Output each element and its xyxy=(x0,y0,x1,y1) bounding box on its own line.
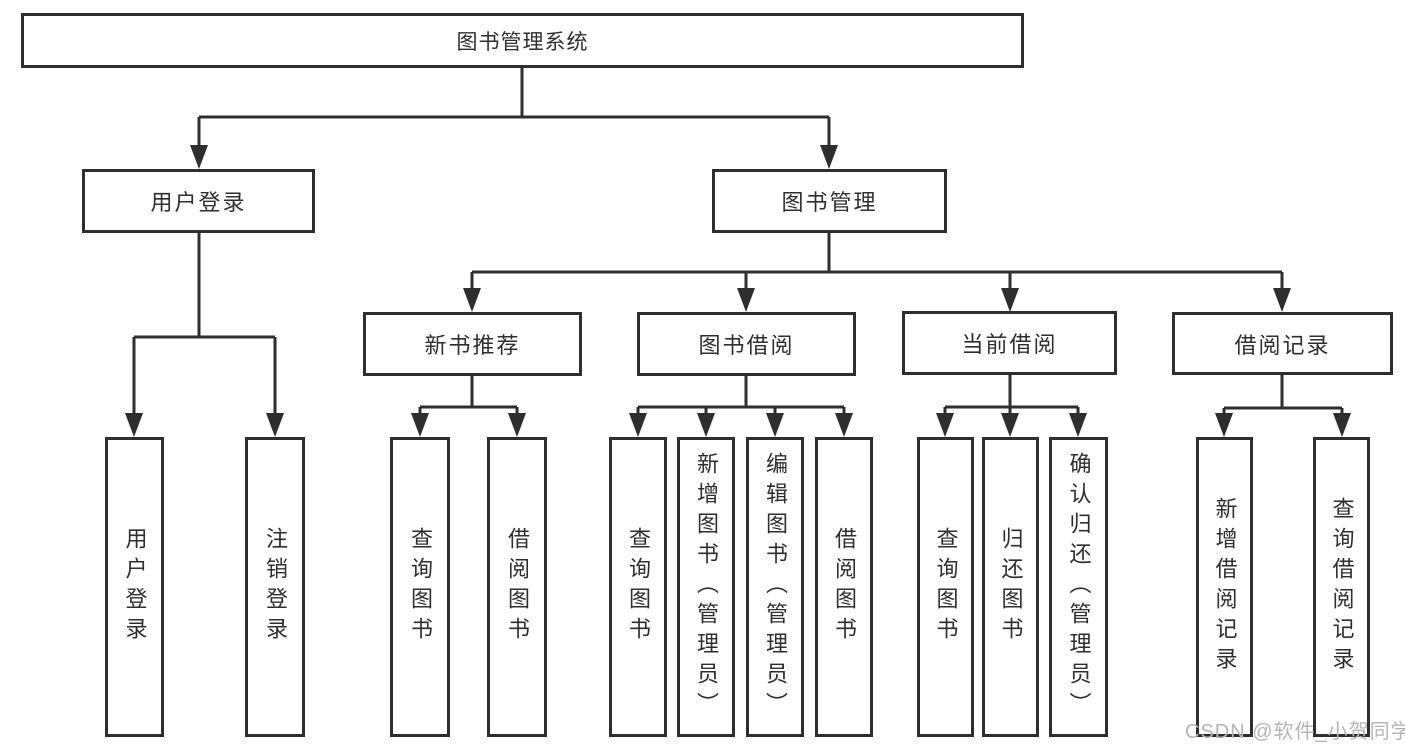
leaf-recommend-borrow-books-label: 借阅图书 xyxy=(505,527,530,647)
leaf-recommend-query-books: 查询图书 xyxy=(390,437,450,737)
leaf-current-query-books: 查询图书 xyxy=(917,437,974,737)
leaf-return-books: 归还图书 xyxy=(982,437,1039,737)
leaf-borrowing-query-books-label: 查询图书 xyxy=(626,527,651,647)
watermark: CSDN @软件_小贺同学 xyxy=(1185,721,1405,743)
node-current-borrowing: 当前借阅 xyxy=(902,311,1117,375)
node-borrow-records: 借阅记录 xyxy=(1172,312,1393,375)
node-library-system: 图书管理系统 xyxy=(21,13,1024,68)
leaf-query-borrow-record: 查询借阅记录 xyxy=(1313,437,1370,737)
leaf-recommend-borrow-books: 借阅图书 xyxy=(487,437,547,737)
leaf-add-books-admin: 新增图书（管理员） xyxy=(677,437,735,737)
node-book-management-label: 图书管理 xyxy=(781,190,878,215)
node-library-system-label: 图书管理系统 xyxy=(456,30,589,54)
leaf-borrowing-borrow-books-label: 借阅图书 xyxy=(832,527,857,647)
leaf-logout: 注销登录 xyxy=(245,437,305,737)
leaf-borrowing-query-books: 查询图书 xyxy=(609,437,667,737)
leaf-query-borrow-record-label: 查询借阅记录 xyxy=(1329,497,1355,677)
node-current-borrowing-label: 当前借阅 xyxy=(961,332,1058,357)
node-new-book-recommend: 新书推荐 xyxy=(363,312,582,376)
leaf-borrowing-borrow-books: 借阅图书 xyxy=(815,437,873,737)
node-user-login-label: 用户登录 xyxy=(150,190,247,215)
leaf-user-login: 用户登录 xyxy=(105,437,164,737)
leaf-logout-label: 注销登录 xyxy=(263,527,288,647)
leaf-recommend-query-books-label: 查询图书 xyxy=(408,527,433,647)
leaf-add-borrow-record: 新增借阅记录 xyxy=(1196,437,1253,737)
leaf-add-books-admin-label: 新增图书（管理员） xyxy=(694,452,719,722)
node-book-borrowing-label: 图书借阅 xyxy=(698,333,795,358)
leaf-confirm-return-admin-label: 确认归还（管理员） xyxy=(1066,452,1092,722)
connector-lines xyxy=(132,68,1344,417)
leaf-edit-books-admin-label: 编辑图书（管理员） xyxy=(763,452,788,722)
node-user-login: 用户登录 xyxy=(82,169,315,233)
leaf-current-query-books-label: 查询图书 xyxy=(933,527,959,647)
node-book-management: 图书管理 xyxy=(712,169,947,233)
node-book-borrowing: 图书借阅 xyxy=(637,312,856,376)
leaf-add-borrow-record-label: 新增借阅记录 xyxy=(1212,497,1238,677)
node-new-book-recommend-label: 新书推荐 xyxy=(424,333,521,358)
leaf-return-books-label: 归还图书 xyxy=(998,527,1024,647)
leaf-user-login-label: 用户登录 xyxy=(122,527,148,647)
leaf-confirm-return-admin: 确认归还（管理员） xyxy=(1049,437,1108,737)
node-borrow-records-label: 借阅记录 xyxy=(1234,332,1331,358)
leaf-edit-books-admin: 编辑图书（管理员） xyxy=(746,437,804,737)
